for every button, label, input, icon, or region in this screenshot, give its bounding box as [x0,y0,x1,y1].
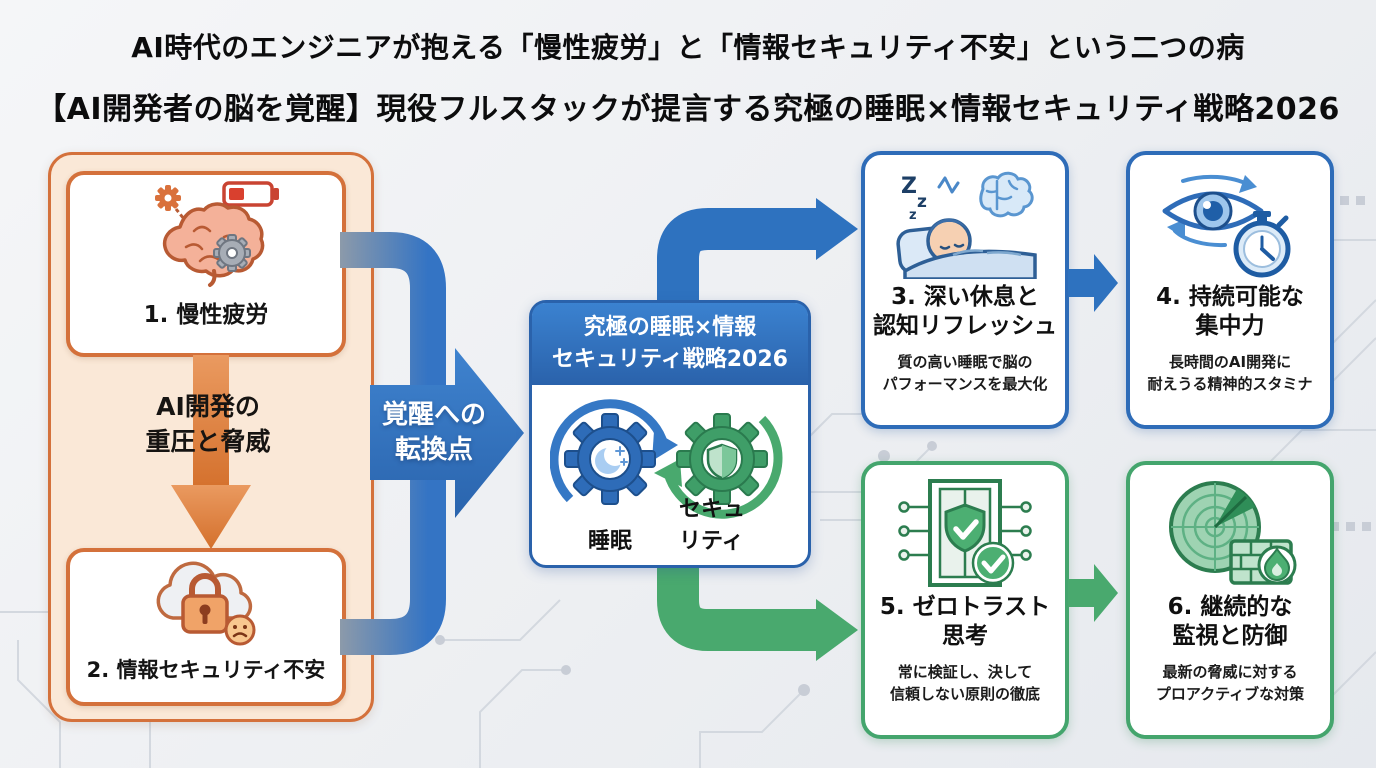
outcome-box-continuous-monitoring: 6. 継続的な 監視と防御 最新の脅威に対する プロアクティブな対策 [1126,461,1334,739]
transition-arrow-label: 覚醒への 転換点 [381,400,486,466]
outcome-4-title: 4. 持続可能な 集中力 [1156,284,1304,340]
sleep-branch-arrow [657,198,858,314]
problem-box-2-label: 2. 情報セキュリティ不安 [86,658,326,682]
outcome-4-description: 長時間のAI開発に 耐えうる精神的スタミナ [1147,352,1313,394]
sleep-gear-label: 睡眠 [587,529,633,554]
outcome-6-title: 6. 継続的な 監視と防御 [1167,594,1293,650]
zzz-text: Z [901,174,917,199]
security-gear-label: セキュリティ [679,497,746,554]
outcome-6-description: 最新の脅威に対する プロアクティブな対策 [1155,662,1305,704]
eye-stopwatch-icon [1162,174,1291,278]
moon-gear-icon [564,412,656,505]
pressure-arrow-label: AI開発の 重圧と脅威 [145,392,271,456]
outcome-box-deep-rest: Z z z 3. 深い休息と 認知リフレッシュ 質の高い睡眠で脳の パフォーマン… [861,151,1069,429]
arrow-5-to-6 [1068,564,1118,622]
outcome-5-description: 常に検証し、決して 信頼しない原則の徹底 [889,662,1040,704]
outcome-box-zero-trust: 5. ゼロトラスト 思考 常に検証し、決して 信頼しない原則の徹底 [861,461,1069,739]
radar-firewall-icon [1169,481,1297,585]
brain-glyph [979,171,1034,218]
outcome-3-description: 質の高い睡眠で脳の パフォーマンスを最大化 [882,352,1048,394]
page-title: AI時代のエンジニアが抱える「慢性疲労」と「情報セキュリティ不安」という二つの病 [131,31,1245,64]
problem-box-1-label: 1. 慢性疲労 [143,302,269,328]
strategy-box: 究極の睡眠×情報 セキュリティ戦略2026 [529,300,811,568]
transition-merge-arrow [340,232,524,655]
problem-box-chronic-fatigue: 1. 慢性疲労 [66,171,346,357]
outcome-box-sustained-focus: 4. 持続可能な 集中力 長時間のAI開発に 耐えうる精神的スタミナ [1126,151,1334,429]
security-branch-arrow [657,556,858,661]
arrow-3-to-4 [1068,254,1118,312]
problem-box-security-anxiety: 2. 情報セキュリティ不安 [66,548,346,706]
sleep-security-gears [550,399,783,519]
zzz-text: z [917,192,927,212]
stopwatch-glyph [1233,211,1291,278]
blue-cycle-arrow-icon [550,399,669,502]
zzz-text: z [909,208,917,223]
page-subtitle: 【AI開発者の脳を覚醒】現役フルスタックが提言する究極の睡眠×情報セキュリティ戦… [36,92,1340,127]
shield-gear-icon [676,412,768,505]
pressure-down-arrow [171,355,251,549]
door-shield-check-icon [898,479,1032,587]
brain-gears-low-battery-icon [155,181,279,287]
cloud-lock-worried-icon [156,561,256,646]
sleeping-person-brain-icon: Z z z [896,171,1037,279]
problem-panel: 1. 慢性疲労 2. 情報セキュリティ不安 [48,152,374,722]
strategy-title: 究極の睡眠×情報 セキュリティ戦略2026 [532,303,808,385]
outcome-5-title: 5. ゼロトラスト 思考 [879,594,1051,650]
green-cycle-arrow-icon [663,415,783,519]
outcome-3-title: 3. 深い休息と 認知リフレッシュ [873,284,1057,340]
